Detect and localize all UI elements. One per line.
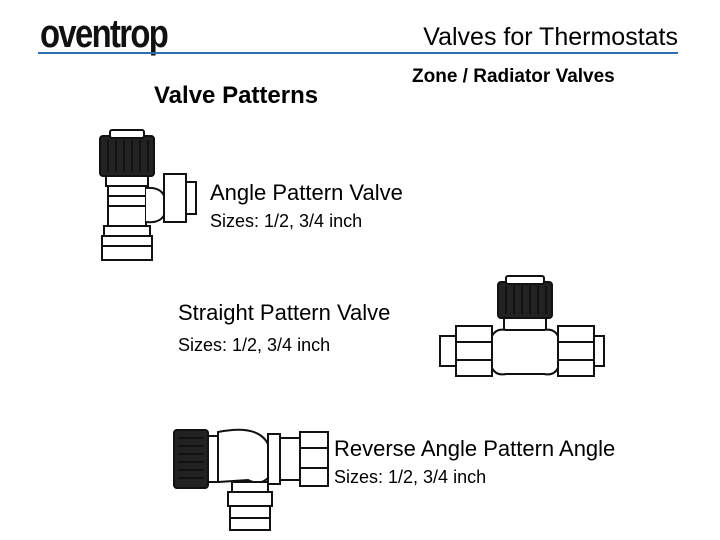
angle-valve-sizes: Sizes: 1/2, 3/4 inch — [210, 211, 363, 231]
angle-valve-name: Angle Pattern Valve — [210, 180, 403, 205]
slide-title: Valves for Thermostats — [423, 23, 678, 51]
straight-pattern-valve-image — [439, 275, 605, 377]
reverse-valve-sizes: Sizes: 1/2, 3/4 inch — [334, 467, 487, 487]
reverse-valve-name: Reverse Angle Pattern Angle — [334, 436, 616, 461]
reverse-angle-pattern-valve-image — [173, 428, 329, 531]
oventrop-logo: oventrop — [40, 12, 169, 56]
heading-zone-radiator-valves: Zone / Radiator Valves — [412, 66, 615, 87]
title-rule — [38, 52, 678, 54]
straight-valve-name: Straight Pattern Valve — [178, 300, 391, 325]
angle-pattern-valve-image — [99, 129, 197, 261]
heading-valve-patterns: Valve Patterns — [154, 82, 319, 109]
straight-valve-sizes: Sizes: 1/2, 3/4 inch — [178, 335, 331, 355]
